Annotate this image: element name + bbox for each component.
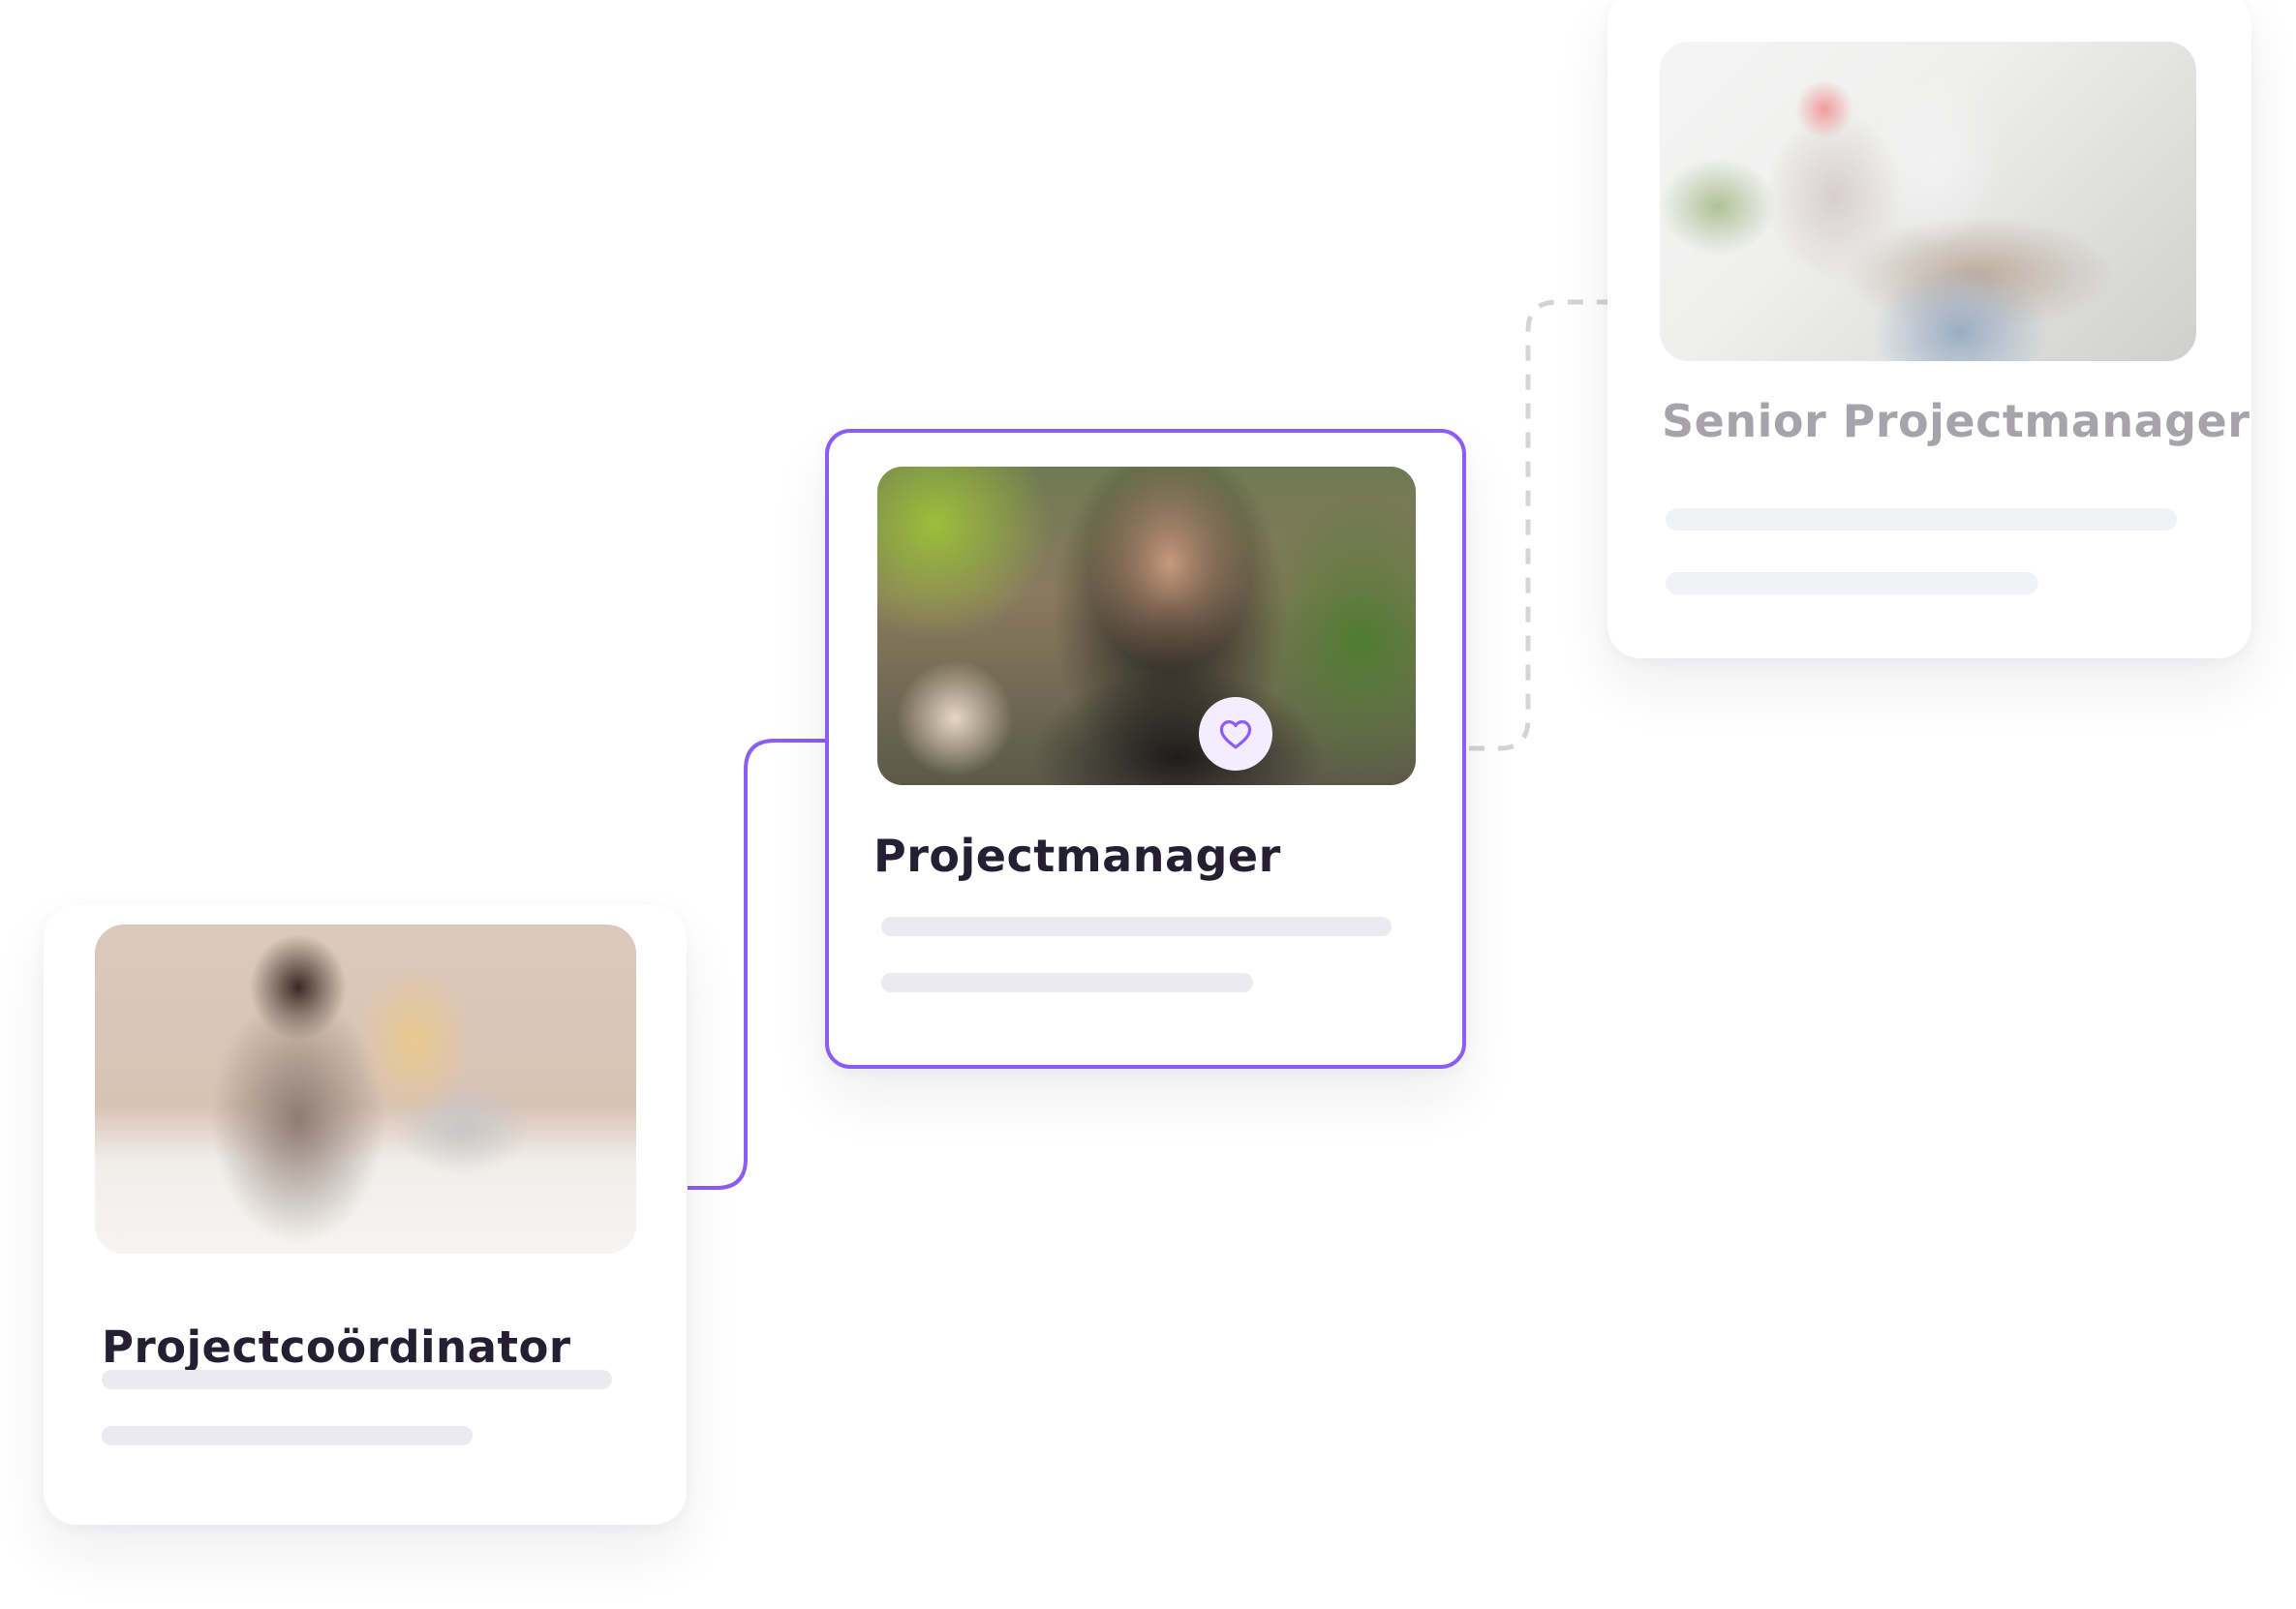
solid-connector-line: [688, 739, 827, 1190]
job-photo: [1660, 42, 2196, 361]
job-title: Projectcoördinator: [102, 1321, 571, 1373]
favorite-button[interactable]: [1199, 697, 1272, 771]
faded-card-content: Senior Projectmanager: [1607, 0, 2251, 658]
job-card-projectcoordinator[interactable]: Projectcoördinator: [44, 905, 687, 1525]
job-card-senior-projectmanager[interactable]: Senior Projectmanager: [1607, 0, 2251, 658]
job-card-projectmanager[interactable]: Projectmanager: [825, 429, 1466, 1069]
placeholder-line: [1666, 508, 2177, 531]
placeholder-line: [102, 1426, 473, 1445]
job-photo: [95, 925, 636, 1254]
job-photo: [877, 467, 1416, 785]
placeholder-line: [102, 1370, 612, 1389]
job-title: Projectmanager: [873, 830, 1281, 882]
placeholder-line: [1666, 572, 2038, 594]
dashed-connector-line: [1469, 299, 1607, 751]
heart-icon: [1219, 720, 1252, 749]
job-title: Senior Projectmanager: [1662, 395, 2250, 447]
placeholder-line: [881, 917, 1392, 936]
placeholder-line: [881, 973, 1253, 992]
